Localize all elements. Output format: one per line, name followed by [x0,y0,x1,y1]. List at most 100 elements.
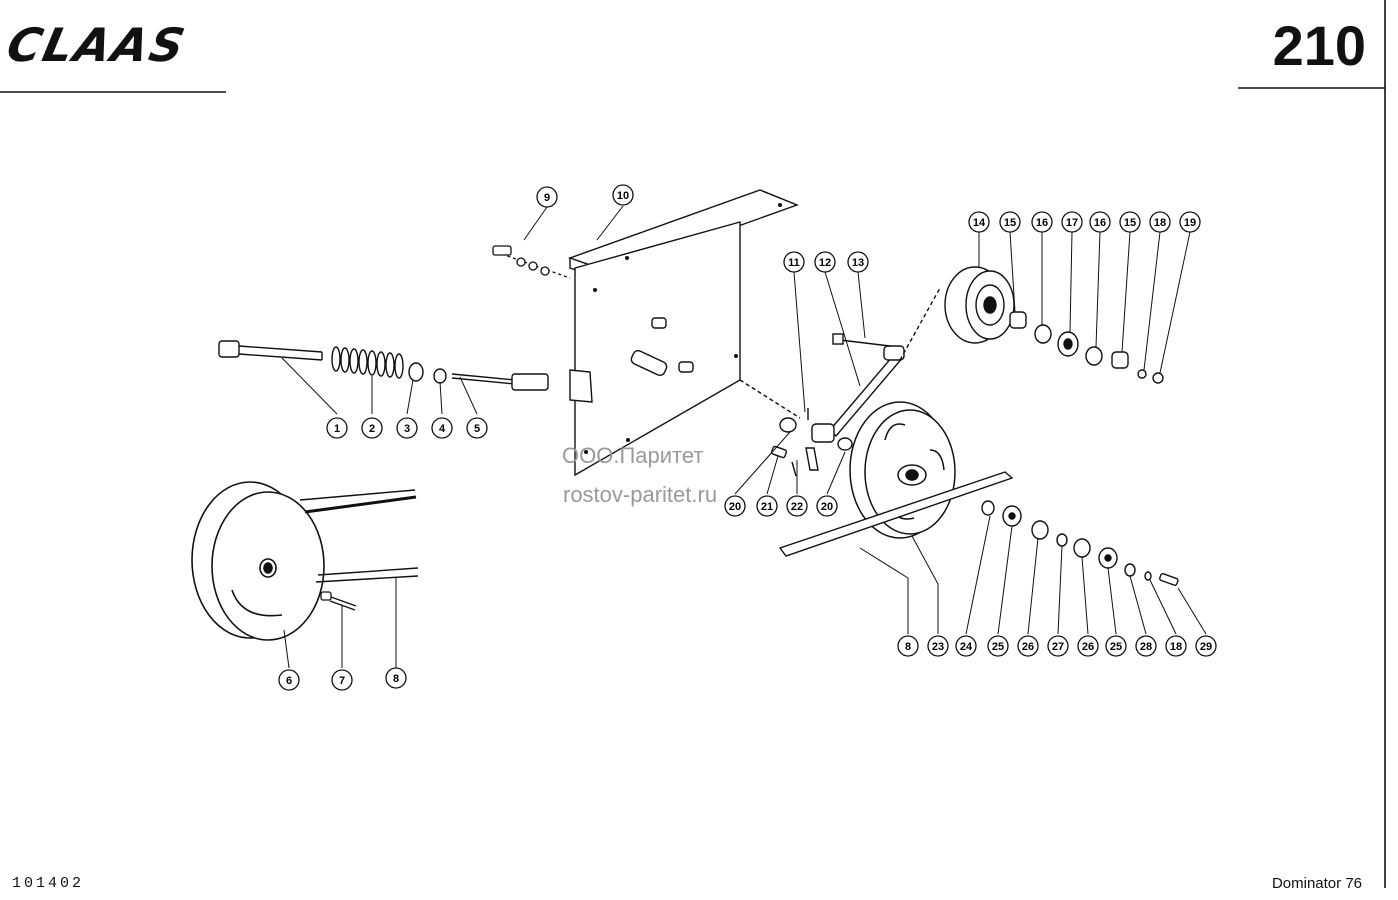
callout-circle [786,495,808,517]
callout-label: 25 [1110,641,1122,653]
callout-25: 25 [1105,635,1127,657]
callout-circle [999,211,1021,233]
callout-label: 9 [544,192,550,204]
callout-19: 19 [1179,211,1201,233]
callout-circle [1119,211,1141,233]
callout-label: 6 [286,675,292,687]
callout-circle [814,251,836,273]
callout-label: 13 [852,257,864,269]
callout-label: 29 [1200,641,1212,653]
mounting-plate [567,189,801,477]
callout-circle [396,417,418,439]
callout-label: 11 [788,257,800,269]
callout-label: 17 [1066,217,1078,229]
callout-label: 26 [1022,641,1034,653]
callout-circle [847,251,869,273]
callout-circle [612,184,634,206]
callout-label: 10 [617,190,629,202]
callout-circle [724,495,746,517]
callout-circle [927,635,949,657]
v-belt-right [778,471,1014,557]
callout-15: 15 [1119,211,1141,233]
callout-circle [816,495,838,517]
callout-label: 3 [404,423,410,435]
callout-5: 5 [466,417,488,439]
callout-circle [431,417,453,439]
callout-8: 8 [897,635,919,657]
callout-2: 2 [361,417,383,439]
callout-label: 8 [393,673,399,685]
callout-11: 11 [783,251,805,273]
callout-18: 18 [1165,635,1187,657]
callout-label: 2 [369,423,375,435]
callout-label: 8 [905,641,911,653]
callout-17: 17 [1061,211,1083,233]
callout-16: 16 [1031,211,1053,233]
callout-circle [536,186,558,208]
callout-20: 20 [724,495,746,517]
pulley-bearing-stack [981,500,1179,586]
callout-circle [385,667,407,689]
document-number: 101402 [12,875,85,892]
callout-circle [466,417,488,439]
callout-label: 20 [821,501,833,513]
callout-circle [1195,635,1217,657]
page-number: 210 [1272,14,1366,77]
callout-circle [326,417,348,439]
callout-label: 28 [1140,641,1152,653]
callout-circle [1047,635,1069,657]
callout-circle [1179,211,1201,233]
callout-circle [783,251,805,273]
callout-circle [1105,635,1127,657]
callout-13: 13 [847,251,869,273]
callout-3: 3 [396,417,418,439]
callout-circle [1089,211,1111,233]
callout-label: 26 [1082,641,1094,653]
callout-20: 20 [816,495,838,517]
callout-circle [1077,635,1099,657]
machine-model: Dominator 76 [1271,875,1362,892]
callout-circle [1135,635,1157,657]
callout-23: 23 [927,635,949,657]
callout-15: 15 [999,211,1021,233]
callout-label: 18 [1154,217,1166,229]
callout-22: 22 [786,495,808,517]
callout-24: 24 [955,635,977,657]
callout-circle [968,211,990,233]
callout-circle [278,669,300,691]
v-belt-left [299,489,419,583]
callout-label: 22 [791,501,803,513]
callout-27: 27 [1047,635,1069,657]
callout-circle [987,635,1009,657]
callout-21: 21 [756,495,778,517]
callout-9: 9 [536,186,558,208]
callout-1: 1 [326,417,348,439]
callout-label: 16 [1094,217,1106,229]
callout-26: 26 [1077,635,1099,657]
bolt-7 [320,591,357,611]
leader-lines [281,205,1207,669]
callout-circle [1149,211,1171,233]
callout-label: 16 [1036,217,1048,229]
callout-label: 23 [932,641,944,653]
callout-label: 18 [1170,641,1182,653]
callout-label: 1 [334,423,340,435]
callout-label: 19 [1184,217,1196,229]
callout-26: 26 [1017,635,1039,657]
bolt-9-assembly [492,245,571,279]
callout-label: 21 [761,501,773,513]
callout-label: 25 [992,641,1004,653]
watermark-url: rostov-paritet.ru [563,482,718,507]
callout-8: 8 [385,667,407,689]
callout-circle [897,635,919,657]
callout-14: 14 [968,211,990,233]
callout-16: 16 [1089,211,1111,233]
drive-pulley [191,481,325,641]
callout-label: 24 [960,641,973,653]
watermark-company: ООО.Паритет [562,443,704,468]
callout-circle [1031,211,1053,233]
callout-circle [331,669,353,691]
